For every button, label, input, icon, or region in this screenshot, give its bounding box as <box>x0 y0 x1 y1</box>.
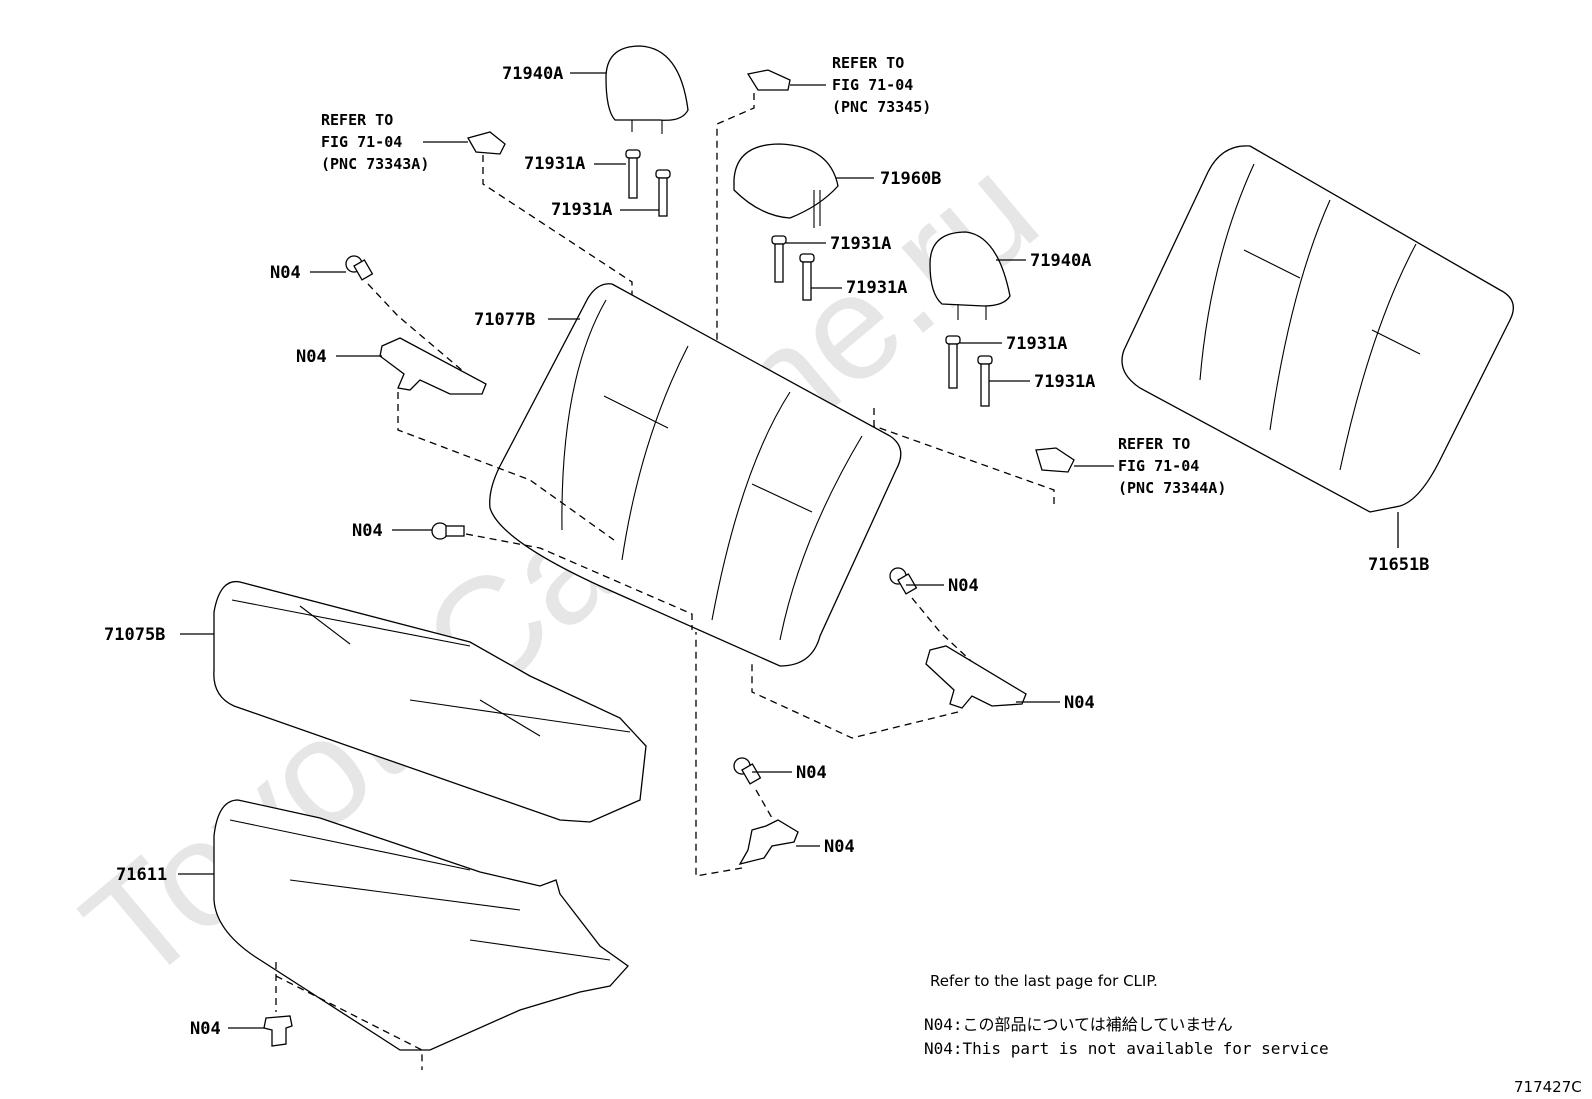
bolt-n04-d <box>889 567 918 595</box>
clip-n04-h <box>263 1015 293 1047</box>
label-71940a-top: 71940A <box>502 64 563 84</box>
seatback-cover <box>1121 145 1514 513</box>
ref-center-3: (PNC 73345) <box>832 98 931 116</box>
clip-73343a <box>467 131 506 155</box>
ref-center-2: FIG 71-04 <box>832 76 913 94</box>
headrest-right <box>929 231 1011 320</box>
label-n04-a: N04 <box>270 263 301 283</box>
label-n04-f: N04 <box>796 763 827 783</box>
bolt-n04-a <box>345 255 374 281</box>
clip-73345 <box>746 69 791 91</box>
label-71077b: 71077B <box>474 310 535 330</box>
bracket-n04-e <box>925 645 1027 709</box>
label-71931a-6: 71931A <box>1034 372 1095 392</box>
cushion-cover <box>213 580 647 823</box>
figure-id: 717427C <box>1514 1078 1582 1096</box>
ref-left-3: (PNC 73343A) <box>321 155 429 173</box>
ref-right-3: (PNC 73344A) <box>1118 479 1226 497</box>
ref-left-1: REFER TO <box>321 111 393 129</box>
label-71931a-4: 71931A <box>846 278 907 298</box>
label-n04-d: N04 <box>948 576 979 596</box>
ref-left-2: FIG 71-04 <box>321 133 402 151</box>
bracket-n04-g <box>738 819 799 866</box>
label-71931a-2: 71931A <box>551 200 612 220</box>
label-71960b: 71960B <box>880 169 941 189</box>
headrest-top <box>605 45 689 134</box>
label-71931a-3: 71931A <box>830 234 891 254</box>
label-71931a-1: 71931A <box>524 154 585 174</box>
guide-pin-right <box>945 335 993 407</box>
ref-center-1: REFER TO <box>832 54 904 72</box>
note-n04-jp: N04:この部品については補給していません <box>924 1015 1233 1034</box>
clip-73344a <box>1035 447 1075 473</box>
label-71075b: 71075B <box>104 625 165 645</box>
note-n04-en: N04:This part is not available for servi… <box>924 1039 1329 1058</box>
label-71611: 71611 <box>116 865 167 885</box>
label-n04-c: N04 <box>352 521 383 541</box>
watermark: ToyotaCarMine.ru <box>53 125 1068 1015</box>
label-71940a-right: 71940A <box>1030 251 1091 271</box>
guide-pin <box>625 149 671 217</box>
bracket-n04-b <box>379 337 487 395</box>
bolt-n04-f <box>733 757 762 785</box>
label-71651b: 71651B <box>1368 555 1429 575</box>
ref-right-1: REFER TO <box>1118 435 1190 453</box>
bolt-n04-c <box>431 522 465 540</box>
label-71931a-5: 71931A <box>1006 334 1067 354</box>
label-n04-b: N04 <box>296 347 327 367</box>
note-clip: Refer to the last page for CLIP. <box>930 972 1158 990</box>
ref-right-2: FIG 71-04 <box>1118 457 1199 475</box>
label-n04-g: N04 <box>824 837 855 857</box>
guide-pin-center <box>771 235 815 301</box>
headrest-center <box>733 143 839 228</box>
cushion-pad <box>213 799 629 1051</box>
label-n04-e: N04 <box>1064 693 1095 713</box>
label-n04-h: N04 <box>190 1019 221 1039</box>
